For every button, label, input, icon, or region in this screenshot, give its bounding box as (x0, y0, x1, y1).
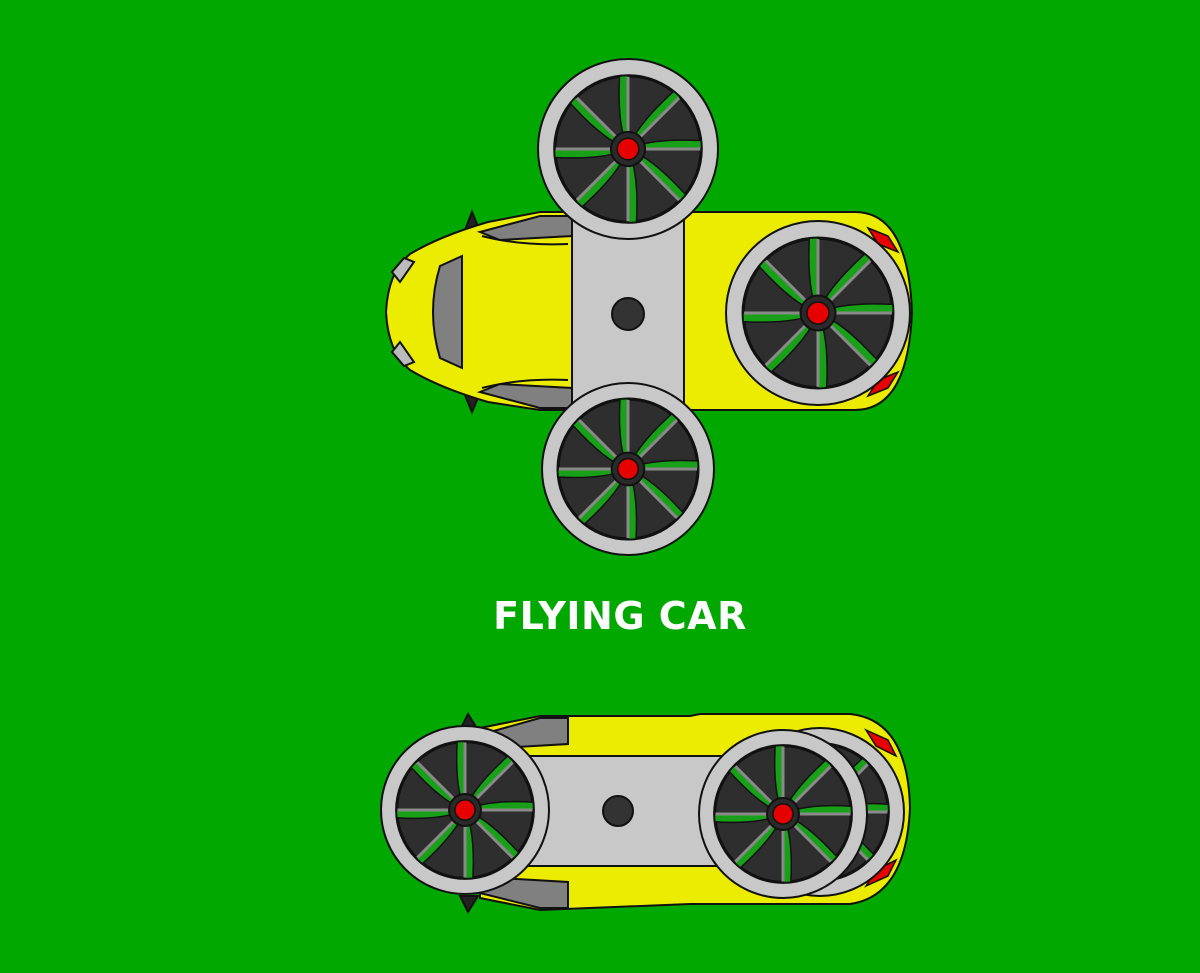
taillight-top (866, 226, 900, 254)
frame-hub-side-view (602, 795, 634, 827)
fan-hub (806, 301, 830, 325)
frame-hub-top-view (611, 297, 645, 331)
mirror-side-bottom (458, 895, 480, 915)
fan-side-rear (698, 729, 868, 899)
headlight-bottom (390, 340, 416, 368)
taillight-side-top (864, 728, 898, 758)
side-panel-top (476, 215, 573, 242)
hood-line (481, 235, 569, 389)
side-panel-bottom (476, 382, 573, 409)
fan-rear (725, 220, 911, 406)
fan-hub (772, 803, 794, 825)
fan-side-front (380, 725, 550, 895)
fan-top (537, 58, 719, 240)
fan-hub (616, 137, 640, 161)
fan-hub (616, 457, 640, 481)
top-view-car (384, 58, 914, 556)
fan-bottom (541, 382, 715, 556)
caption-title: FLYING CAR (493, 594, 747, 638)
side-view-car (380, 711, 912, 915)
fan-hub (454, 799, 476, 821)
headlight-top (390, 256, 416, 284)
windshield (432, 254, 463, 370)
